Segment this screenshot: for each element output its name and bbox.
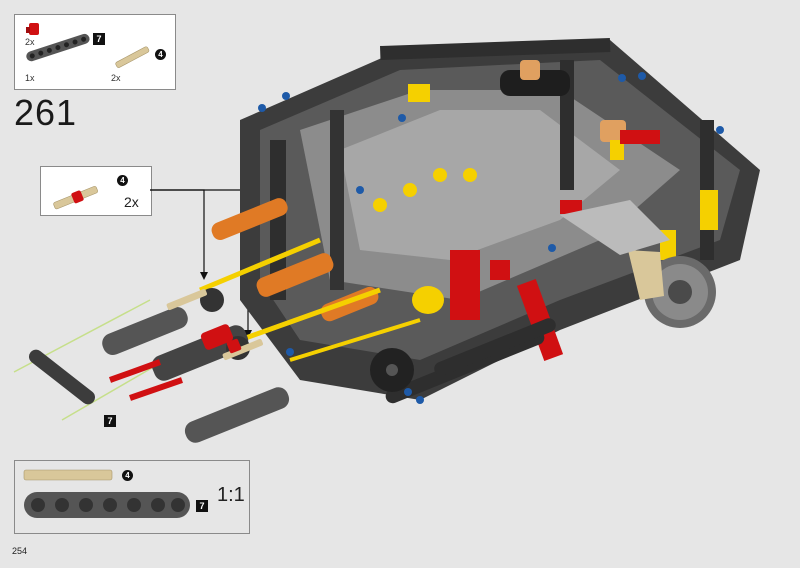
- gray-beam-length-badge: 7: [93, 33, 105, 45]
- tan-axle-length-badge: 4: [155, 49, 166, 60]
- parts-illustration: [26, 23, 150, 68]
- callout-qty: 2x: [124, 194, 139, 210]
- tan-axle-part: [115, 46, 150, 68]
- callout-length-badge: 4: [117, 175, 128, 186]
- tan-axle-qty: 2x: [111, 73, 121, 83]
- red-connector-qty: 2x: [25, 37, 35, 47]
- callout-box: 4: [40, 166, 152, 216]
- chassis: [28, 37, 760, 443]
- parts-box: 2x 1x 7 2x 4: [14, 14, 176, 90]
- gray-beam-part: [26, 33, 90, 62]
- red-connector-part: [26, 23, 39, 35]
- callout-arrows: [150, 189, 249, 330]
- beam-length-badge: 7: [104, 415, 116, 427]
- scale-box: [14, 460, 250, 534]
- scale-beam-badge: 7: [196, 500, 208, 512]
- page-number: 254: [12, 546, 28, 556]
- scale-axle-badge: 4: [122, 470, 133, 481]
- scale-label: 1:1: [217, 484, 245, 506]
- gray-beam-qty: 1x: [25, 73, 35, 83]
- callout-illustration: [53, 186, 98, 210]
- step-number: 261: [14, 92, 78, 133]
